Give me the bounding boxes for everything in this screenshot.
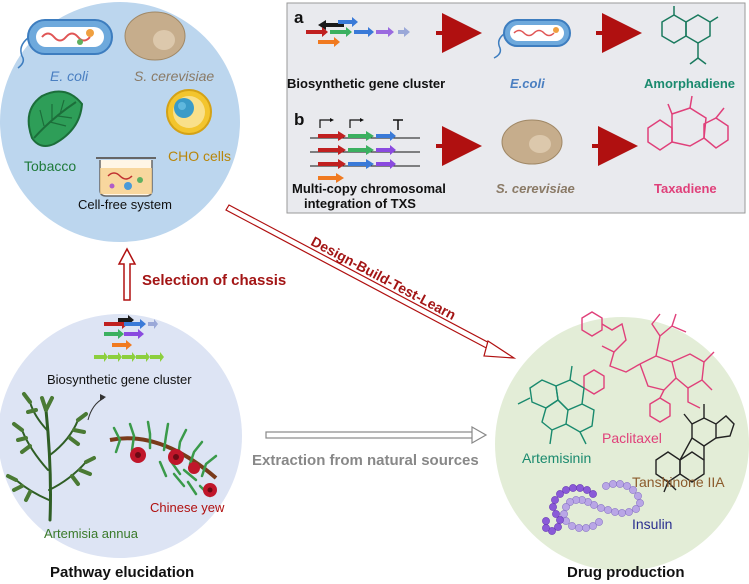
paclitaxel-label: Paclitaxel <box>602 430 662 446</box>
extraction-arrow <box>265 425 488 445</box>
insulin-chain-icon <box>542 480 644 535</box>
extraction-label: Extraction from natural sources <box>252 452 479 469</box>
tobacco-label: Tobacco <box>24 158 77 174</box>
ecoli-label: E. coli <box>50 68 89 84</box>
gene-cluster-pathway-icon <box>94 315 164 362</box>
artemisinin-structure-icon <box>517 365 595 445</box>
panel-b-source-line2: integration of TXS <box>304 196 416 211</box>
tanshinone-label: Tanshinone IIA <box>632 474 725 490</box>
ecoli-bacterium-icon <box>17 19 113 69</box>
panel-b-letter: b <box>294 110 305 129</box>
pathway-curve-head <box>100 394 106 401</box>
cho-cell-icon <box>166 89 212 135</box>
yew-label: Chinese yew <box>150 500 225 515</box>
amorphadiene-structure-icon <box>661 6 719 65</box>
artemisinin-label: Artemisinin <box>522 450 592 466</box>
pathway-cluster-label: Biosynthetic gene cluster <box>47 372 192 387</box>
artemisia-plant-icon <box>6 392 96 522</box>
insulin-label: Insulin <box>632 516 673 532</box>
gene-cluster-b-icon <box>310 118 420 183</box>
taxadiene-structure-icon <box>647 95 729 151</box>
panel-a-source: Biosynthetic gene cluster <box>287 76 446 91</box>
gene-cluster-a-icon <box>306 17 410 47</box>
panel-a-host: E.coli <box>510 76 545 91</box>
selection-arrow <box>117 247 137 301</box>
tanshinone-structure-icon <box>655 404 735 493</box>
chassis-circle <box>0 2 240 242</box>
beaker-icon <box>96 157 156 197</box>
yeast-label: S. cerevisiae <box>134 68 215 84</box>
panel-b-host: S. cerevisiae <box>496 181 575 196</box>
yeast-cell-icon <box>124 11 186 61</box>
panel-a-letter: a <box>294 8 304 27</box>
panel-b-source-line1: Multi-copy chromosomal <box>292 181 446 196</box>
cho-label: CHO cells <box>168 148 232 164</box>
drug-circle <box>495 317 749 571</box>
chinese-yew-icon <box>109 420 218 498</box>
tobacco-leaf-icon <box>27 90 84 147</box>
ecoli-small-icon <box>493 19 571 59</box>
cellfree-label: Cell-free system <box>78 197 172 212</box>
drug-title: Drug production <box>567 564 685 581</box>
pathway-title: Pathway elucidation <box>50 564 195 581</box>
panel-b-product: Taxadiene <box>654 181 717 196</box>
pathway-circle <box>0 314 242 558</box>
dbtl-arrow <box>225 204 517 359</box>
yeast-small-icon <box>501 119 563 165</box>
selection-label: Selection of chassis <box>142 272 287 289</box>
panel-a-product: Amorphadiene <box>644 76 736 91</box>
artemisia-label: Artemisia annua <box>44 526 138 541</box>
